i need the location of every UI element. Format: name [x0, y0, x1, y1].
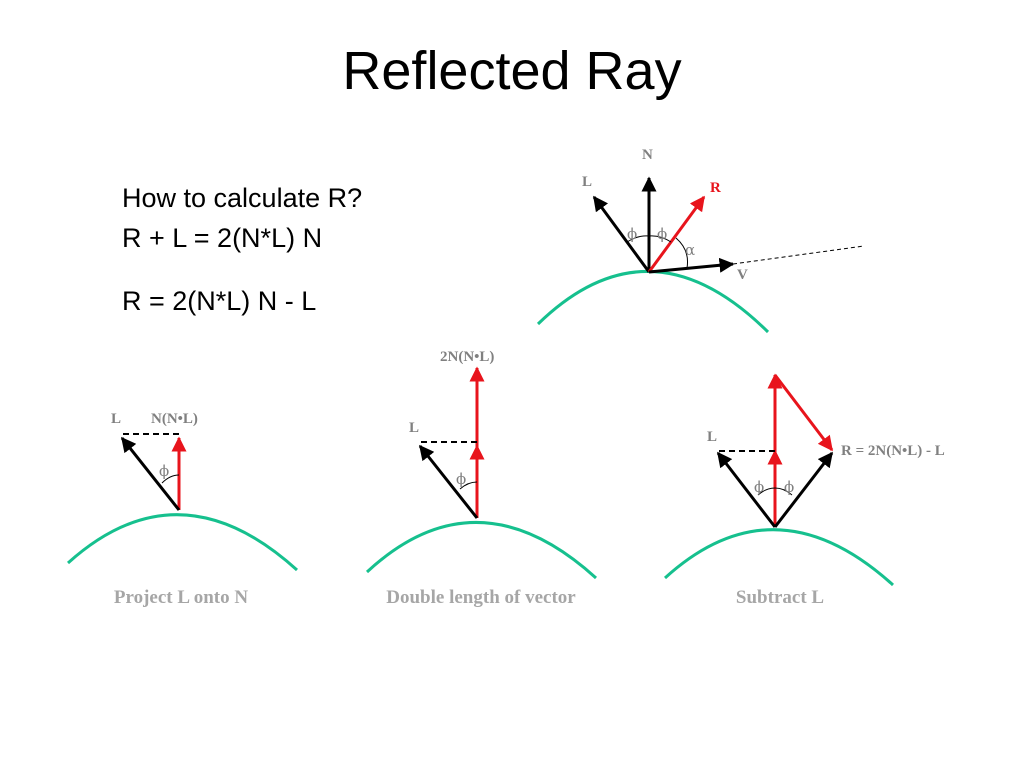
question-text: How to calculate R?: [122, 183, 363, 213]
surface-curve: [66, 513, 299, 572]
view-extension-dashed: [732, 245, 865, 265]
surface-curve: [663, 528, 895, 587]
phi-symbol: ϕ: [456, 470, 466, 488]
step2-caption: Double length of vector: [386, 587, 576, 608]
phi-left-symbol: ϕ: [627, 225, 637, 243]
light-vector: [716, 451, 777, 528]
view-vector: [648, 257, 735, 274]
surface-curve: [536, 270, 770, 334]
light-label: L: [111, 411, 121, 427]
angle-arc-left: [757, 487, 776, 496]
reflected-vector: [647, 195, 706, 273]
light-label: L: [409, 420, 419, 436]
light-vector: [418, 444, 479, 519]
projection-label: N(N•L): [151, 411, 198, 427]
step3-caption: Subtract L: [736, 587, 824, 608]
angle-arc-alpha: [675, 237, 688, 269]
phi-symbol: ϕ: [159, 462, 169, 480]
equation-sum: R + L = 2(N*L) N: [122, 223, 323, 253]
alpha-symbol: α: [685, 241, 695, 259]
angle-arc: [161, 474, 180, 484]
equation-result: R = 2(N*L) N - L: [122, 286, 317, 316]
light-label: L: [707, 429, 717, 445]
step1-projection-diagram: L N(N•L) ϕ Project L onto N: [66, 411, 299, 608]
angle-arc: [459, 481, 478, 490]
normal-label: N: [642, 147, 653, 163]
doubled-label: 2N(N•L): [440, 349, 494, 365]
phi-right-symbol: ϕ: [657, 225, 667, 243]
light-vector: [120, 436, 181, 511]
slide-title: Reflected Ray: [342, 41, 682, 101]
reflected-label: R: [710, 180, 721, 196]
top-reflection-diagram: N L R V ϕ ϕ α: [536, 147, 865, 334]
angle-arc-left: [626, 235, 650, 243]
light-vector: [592, 195, 651, 273]
result-vector: [773, 451, 834, 528]
angle-arc-right: [648, 235, 672, 243]
surface-curve: [365, 521, 598, 580]
result-label: R = 2N(N•L) - L: [841, 443, 945, 459]
phi-right-symbol: ϕ: [784, 478, 794, 496]
step1-caption: Project L onto N: [114, 587, 248, 608]
step3-subtract-diagram: L R = 2N(N•L) - L ϕ ϕ Subtract L: [663, 373, 945, 608]
step2-double-diagram: 2N(N•L) L ϕ Double length of vector: [365, 349, 598, 608]
view-label: V: [737, 267, 748, 283]
phi-left-symbol: ϕ: [754, 478, 764, 496]
angle-arc-right: [774, 487, 793, 496]
subtract-vector: [773, 374, 834, 452]
light-label: L: [582, 174, 592, 190]
